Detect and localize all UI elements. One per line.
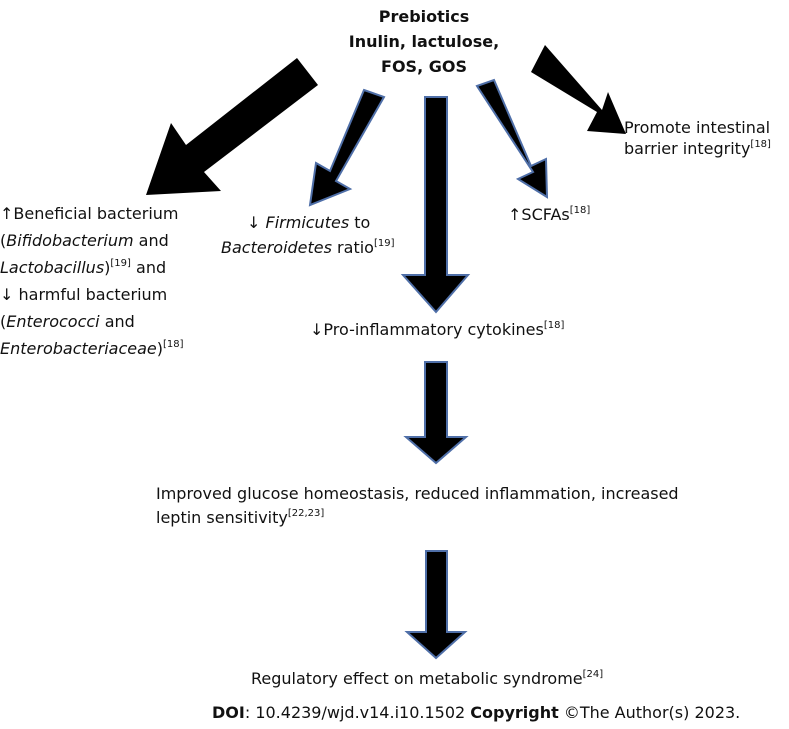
bacteria-line-3: Lactobacillus)[19] and bbox=[0, 254, 184, 281]
barrier-line-2-text: barrier integrity bbox=[624, 139, 751, 158]
barrier-line-1: Promote intestinal bbox=[624, 118, 771, 137]
scfa-label: ↑SCFAs[18] bbox=[508, 204, 590, 225]
bacteria-line-2: (Bifidobacterium and bbox=[0, 227, 184, 254]
copyright-label: Copyright bbox=[470, 703, 559, 722]
cytokines-label: ↓Pro-inflammatory cytokines[18] bbox=[310, 319, 564, 340]
scfa-text: SCFAs bbox=[521, 205, 570, 224]
prebiotics-title: Prebiotics Inulin, lactulose, FOS, GOS bbox=[310, 6, 538, 77]
firmicutes-line-2: Bacteroidetes ratio[19] bbox=[221, 237, 394, 258]
bacteria-line-4: ↓ harmful bacterium bbox=[0, 285, 168, 304]
title-line-1: Prebiotics bbox=[378, 7, 470, 26]
cytokines-text: ↓Pro-inflammatory cytokines bbox=[310, 320, 544, 339]
bacteria-and-1: and bbox=[133, 231, 169, 250]
barrier-label: Promote intestinal barrier integrity[18] bbox=[624, 117, 771, 159]
bacteria-line-5: (Enterococci and bbox=[0, 308, 184, 335]
lactobacillus-italic: Lactobacillus bbox=[0, 258, 105, 277]
bacteria-paren-close: ) bbox=[104, 258, 111, 277]
arrow-to-metabolic bbox=[404, 550, 468, 660]
bacteria-line-1: ↑Beneficial bacterium bbox=[0, 204, 179, 223]
cytokines-ref: [18] bbox=[543, 320, 565, 331]
title-line-3: FOS, GOS bbox=[381, 57, 467, 76]
bifidobacterium-italic: Bifidobacterium bbox=[6, 231, 134, 250]
footer-doi: DOI: 10.4239/wjd.v14.i10.1502 Copyright … bbox=[212, 702, 740, 723]
barrier-line-2: barrier integrity[18] bbox=[624, 138, 771, 159]
bacteria-ref-2: [18] bbox=[162, 339, 184, 350]
glucose-label: Improved glucose homeostasis, reduced in… bbox=[156, 482, 679, 530]
glucose-ref: [22,23] bbox=[287, 508, 325, 519]
bacteroidetes-italic: Bacteroidetes bbox=[221, 238, 332, 257]
firmicutes-line-1: ↓ Firmicutes to bbox=[221, 212, 394, 233]
scfa-ref: [18] bbox=[569, 205, 591, 216]
barrier-ref: [18] bbox=[750, 139, 771, 150]
firmicutes-label: ↓ Firmicutes to Bacteroidetes ratio[19] bbox=[221, 212, 394, 258]
arrow-to-cytokines bbox=[400, 96, 471, 314]
doi-value: : 10.4239/wjd.v14.i10.1502 bbox=[244, 703, 471, 722]
bacteria-label: ↑Beneficial bacterium (Bifidobacterium a… bbox=[0, 200, 184, 362]
arrow-to-barrier bbox=[531, 45, 626, 134]
bacteria-paren-close-2: ) bbox=[156, 339, 163, 358]
bacteria-line-6: Enterobacteriaceae)[18] bbox=[0, 335, 184, 362]
enterococci-italic: Enterococci bbox=[6, 312, 100, 331]
firmicutes-to: to bbox=[349, 213, 371, 232]
enterobacteriaceae-italic: Enterobacteriaceae bbox=[0, 339, 157, 358]
doi-label: DOI bbox=[212, 703, 245, 722]
arrow-to-bacteria bbox=[146, 58, 318, 195]
arrow-to-scfas bbox=[475, 78, 549, 199]
firmicutes-arrow: ↓ bbox=[247, 213, 266, 232]
bacteria-and-2: and bbox=[130, 258, 167, 277]
bacteria-and-3: and bbox=[99, 312, 135, 331]
copyright-value: ©The Author(s) 2023. bbox=[558, 703, 741, 722]
glucose-line-2-text: leptin sensitivity bbox=[156, 508, 288, 527]
bacteria-paren-open-2: ( bbox=[0, 312, 7, 331]
metabolic-text: Regulatory effect on metabolic syndrome bbox=[251, 669, 583, 688]
bacteria-ref-1: [19] bbox=[110, 258, 131, 269]
metabolic-label: Regulatory effect on metabolic syndrome[… bbox=[251, 668, 603, 689]
bacteria-paren-open: ( bbox=[0, 231, 7, 250]
glucose-line-2: leptin sensitivity[22,23] bbox=[156, 506, 679, 530]
title-line-2: Inulin, lactulose, bbox=[348, 32, 500, 51]
firmicutes-ratio: ratio bbox=[331, 238, 374, 257]
metabolic-ref: [24] bbox=[582, 669, 604, 680]
arrow-to-firmicutes bbox=[308, 88, 386, 207]
scfa-arrow: ↑ bbox=[508, 205, 522, 224]
firmicutes-ref: [19] bbox=[373, 238, 395, 249]
glucose-line-1: Improved glucose homeostasis, reduced in… bbox=[156, 484, 679, 503]
arrow-to-glucose bbox=[403, 361, 469, 465]
firmicutes-italic: Firmicutes bbox=[265, 213, 350, 232]
